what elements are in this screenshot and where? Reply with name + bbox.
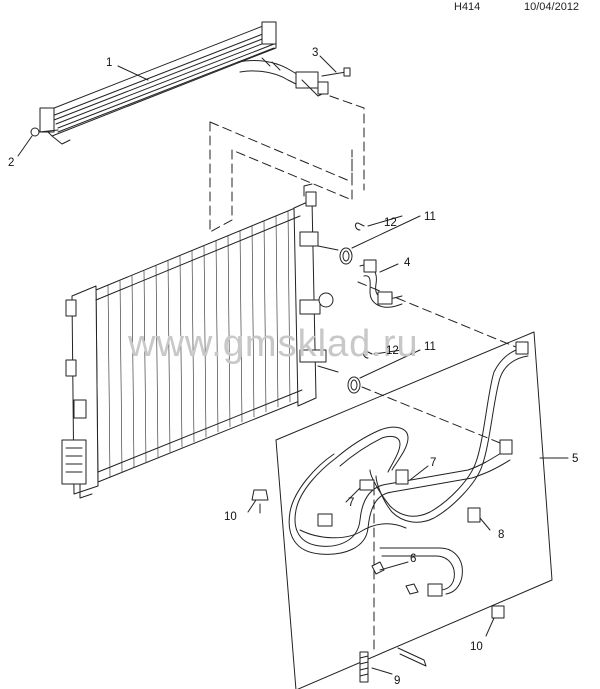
callout-9: 9	[394, 675, 400, 687]
callout-labels: 1 2 3 4 5 6 7 7 8 9 10 10 11 11 12 12	[8, 47, 578, 687]
callout-3: 3	[312, 47, 318, 59]
watermark: www.gmsklad.ru	[127, 323, 419, 365]
callout-7-lower: 7	[348, 497, 354, 509]
callout-8: 8	[498, 529, 504, 541]
callout-1: 1	[106, 57, 112, 69]
bolt-2	[30, 127, 59, 137]
seal-lower	[347, 376, 361, 394]
callout-5: 5	[572, 453, 578, 465]
callout-4: 4	[404, 257, 411, 269]
diagram-date: 10/04/2012	[524, 1, 580, 13]
stud-9	[359, 647, 427, 683]
callout-12-lower: 12	[386, 345, 399, 357]
hose-assembly-box	[251, 331, 553, 689]
diagram-code: H414	[454, 1, 481, 13]
callout-7-upper: 7	[430, 457, 436, 469]
seal-upper	[339, 247, 353, 265]
callout-2: 2	[8, 157, 14, 169]
leader-lines	[17, 55, 569, 675]
radiator	[61, 183, 339, 499]
callout-11-lower: 11	[424, 341, 436, 353]
callout-11-upper: 11	[424, 211, 436, 223]
callout-12-upper: 12	[384, 217, 397, 229]
oil-cooler	[39, 21, 351, 145]
callout-6: 6	[410, 553, 416, 565]
callout-10-right: 10	[470, 641, 483, 653]
clip-upper	[355, 222, 365, 231]
clip-lower	[363, 350, 373, 359]
hose-4	[359, 259, 403, 308]
callout-10-left: 10	[224, 511, 237, 523]
